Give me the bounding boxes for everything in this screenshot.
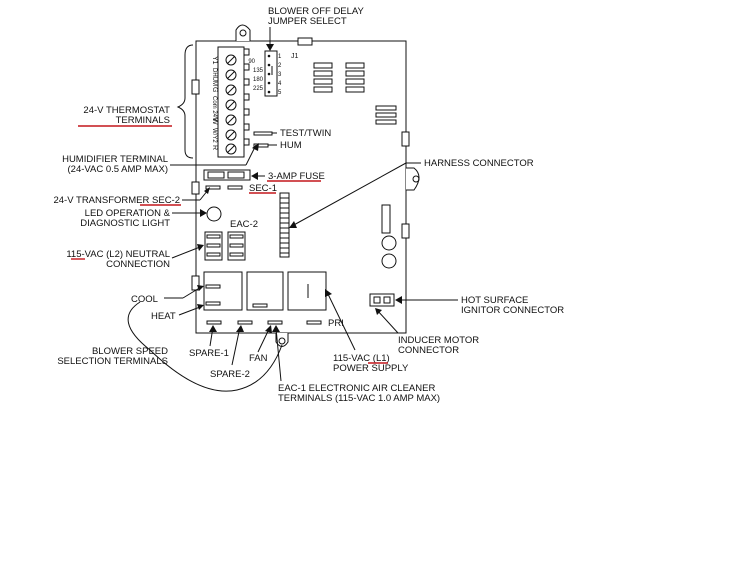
leader-lines <box>127 27 458 392</box>
inducer-label-line1: INDUCER MOTOR <box>398 335 479 346</box>
ignitor-label-line2: IGNITOR CONNECTOR <box>461 305 564 316</box>
harness-connector-label: HARNESS CONNECTOR <box>424 158 534 169</box>
control-board <box>191 24 420 347</box>
transformer-sec2-label: 24-V TRANSFORMER SEC-2 <box>53 195 180 206</box>
led-light <box>206 206 222 222</box>
pin-1: 1 <box>278 54 282 60</box>
heat-label: HEAT <box>151 311 176 322</box>
power-supply-label-line1: 115-VAC (L1) <box>333 353 390 364</box>
terminal-label-dhum: DHUM <box>211 68 217 86</box>
terminal-label-g: G <box>211 87 218 92</box>
j1-label: J1 <box>291 53 299 60</box>
delay-180: 180 <box>253 77 264 83</box>
thermostat-label-line1: 24-V THERMOSTAT <box>83 105 170 116</box>
terminal-label-com: Com 24V <box>211 96 217 121</box>
eac2-block: EAC-2 <box>204 219 258 261</box>
terminal-label-w: W <box>211 118 218 125</box>
hum-label: HUM <box>280 140 302 151</box>
lower-relays <box>203 271 327 311</box>
spare1-label: SPARE-1 <box>189 348 229 359</box>
thermostat-label-line2: TERMINALS <box>116 115 170 126</box>
neutral-label-line1: 115-VAC (L2) NEUTRAL <box>66 249 170 260</box>
blower-off-delay-label-line1: BLOWER OFF DELAY <box>268 6 365 17</box>
eac2-label: EAC-2 <box>230 219 258 230</box>
terminal-screws <box>225 54 237 155</box>
blower-speed-label-line2: SELECTION TERMINALS <box>57 356 168 367</box>
pin-3: 3 <box>278 72 282 78</box>
right-side-components <box>381 204 397 269</box>
pin-5: 5 <box>278 90 282 96</box>
hum-terminal: HUM <box>253 140 302 151</box>
ignitor-label-line1: HOT SURFACE <box>461 295 528 306</box>
neutral-label-line2: CONNECTION <box>106 259 170 270</box>
humidifier-label-line1: HUMIDIFIER TERMINAL <box>62 154 168 165</box>
delay-90: 90 <box>248 59 255 65</box>
terminal-label-wy2: W/Y2 <box>211 128 217 143</box>
harness-connector-pins <box>279 192 290 258</box>
test-twin-label: TEST/TWIN <box>280 128 331 139</box>
fuse-label: 3-AMP FUSE <box>268 171 325 182</box>
relay-blocks <box>313 62 397 125</box>
bottom-terminals: PRI <box>206 318 344 329</box>
pri-label: PRI <box>328 318 344 329</box>
terminal-label-r: R <box>211 145 218 150</box>
fuse-block: 3-AMP FUSE SEC-1 <box>203 169 325 194</box>
blower-off-delay-label-line2: JUMPER SELECT <box>268 16 347 27</box>
led-label-line1: LED OPERATION & <box>85 208 171 219</box>
spare2-label: SPARE-2 <box>210 369 250 380</box>
pin-2: 2 <box>278 63 282 69</box>
led-label-line2: DIAGNOSTIC LIGHT <box>80 218 170 229</box>
cool-label: COOL <box>131 294 158 305</box>
delay-135: 135 <box>253 68 264 74</box>
ignitor-connector <box>369 293 395 307</box>
terminal-label-y1: Y1 <box>211 56 218 65</box>
blower-speed-label-line1: BLOWER SPEED <box>92 346 168 357</box>
eac1-label-line1: EAC-1 ELECTRONIC AIR CLEANER <box>278 383 435 394</box>
humidifier-label-line2: (24-VAC 0.5 AMP MAX) <box>68 164 169 175</box>
test-twin-terminal: TEST/TWIN <box>253 128 331 139</box>
fan-label: FAN <box>249 353 268 364</box>
sec1-label: SEC-1 <box>249 183 277 194</box>
delay-225: 225 <box>253 86 264 92</box>
pin-4: 4 <box>278 81 282 87</box>
eac1-label-line2: TERMINALS (115-VAC 1.0 AMP MAX) <box>278 393 440 404</box>
thermostat-terminal-strip: Y1 DHUM G Com 24V W W/Y2 R <box>211 46 250 158</box>
inducer-label-line2: CONNECTOR <box>398 345 459 356</box>
callout-labels: BLOWER OFF DELAY JUMPER SELECT 24-V THER… <box>53 6 564 404</box>
power-supply-label-line2: POWER SUPPLY <box>333 363 409 374</box>
j1-jumper-block: J1 90 135 180 225 1 2 3 4 5 <box>248 50 299 97</box>
